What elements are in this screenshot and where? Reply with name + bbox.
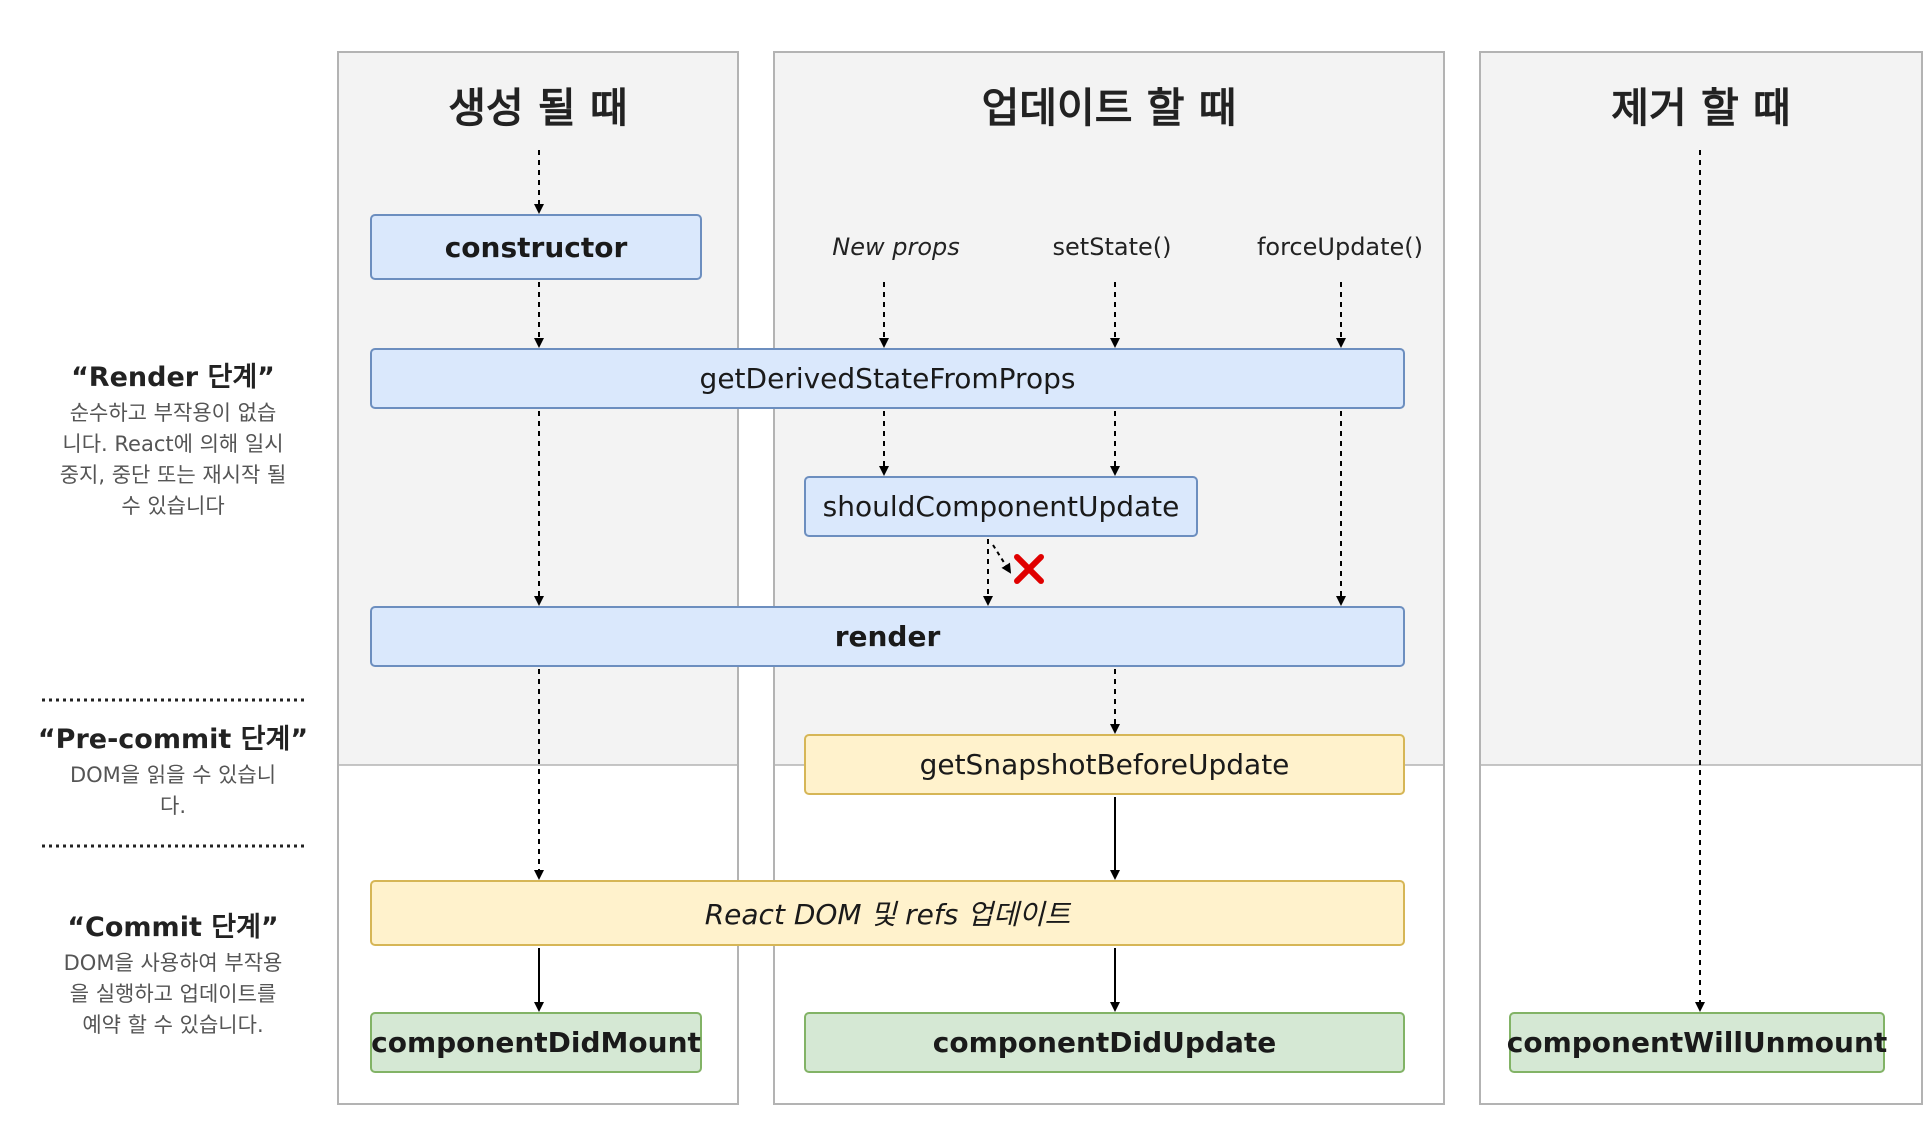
phase-desc-commit-line: DOM을 사용하여 부작용: [63, 951, 283, 975]
cancel-x-icon: [1014, 554, 1044, 584]
phase-desc-render: 순수하고 부작용이 없습 니다. React에 의해 일시 중지, 중단 또는 …: [43, 398, 303, 522]
phase-title-render: “Render 단계”: [71, 362, 275, 393]
phase-desc-render-line: 수 있습니다: [121, 494, 225, 518]
phase-desc-render-line: 순수하고 부작용이 없습: [69, 401, 277, 425]
column-title-update: 업데이트 할 때: [981, 84, 1237, 132]
mount-panel: [337, 51, 739, 1105]
phase-desc-precommit-line: DOM을 읽을 수 있습니: [69, 763, 277, 787]
component-will-unmount-box: componentWillUnmount: [1507, 1012, 1887, 1073]
get-snapshot-before-update-box: getSnapshotBeforeUpdate: [804, 734, 1405, 795]
phase-title-precommit: “Pre-commit 단계”: [37, 724, 309, 755]
arrow-scu-cancel: [992, 544, 1012, 574]
get-derived-state-from-props-box: getDerivedStateFromProps: [370, 348, 1405, 409]
phase-desc-commit-line: 을 실행하고 업데이트를: [69, 982, 277, 1006]
phase-desc-precommit-line: 다.: [160, 794, 186, 818]
phase-desc-render-line: 니다. React에 의해 일시: [62, 432, 284, 456]
column-title-mount: 생성 될 때: [448, 84, 628, 132]
phase-title-commit: “Commit 단계”: [67, 912, 279, 943]
component-did-mount-box: componentDidMount: [370, 1012, 702, 1073]
render-box: render: [370, 606, 1405, 667]
trigger-set-state: setState(): [1052, 233, 1172, 261]
phase-desc-commit-line: 예약 할 수 있습니다.: [82, 1013, 264, 1037]
trigger-new-props: New props: [832, 233, 960, 261]
update-panel: [773, 51, 1445, 1105]
phase-desc-render-line: 중지, 중단 또는 재시작 될: [59, 463, 287, 487]
should-component-update-box: shouldComponentUpdate: [804, 476, 1198, 537]
phase-desc-commit: DOM을 사용하여 부작용 을 실행하고 업데이트를 예약 할 수 있습니다.: [43, 948, 303, 1041]
react-dom-refs-update-box: React DOM 및 refs 업데이트: [370, 880, 1405, 946]
column-title-unmount: 제거 할 때: [1611, 84, 1791, 132]
component-did-update-box: componentDidUpdate: [804, 1012, 1405, 1073]
constructor-box: constructor: [370, 214, 702, 280]
trigger-force-update: forceUpdate(): [1256, 233, 1424, 261]
phase-desc-precommit: DOM을 읽을 수 있습니 다.: [43, 760, 303, 822]
unmount-panel: [1479, 51, 1923, 1105]
